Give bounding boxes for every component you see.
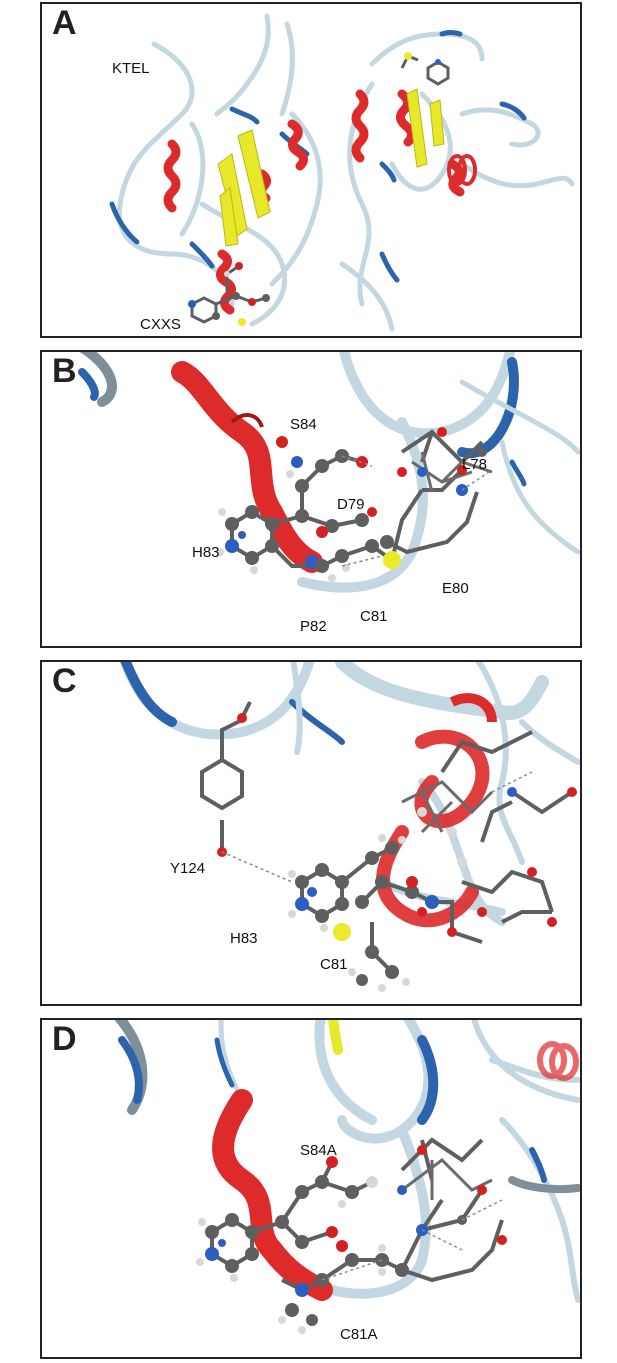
- residue-label: KTEL: [112, 60, 150, 77]
- panel-c: C Y124 H83 C81: [40, 660, 582, 1006]
- panel-letter: C: [52, 662, 77, 700]
- residue-label: S84A: [300, 1142, 337, 1159]
- panel-d: D S84A C81A: [40, 1018, 582, 1359]
- residue-label: H83: [192, 544, 220, 561]
- panel-letter: B: [52, 352, 77, 390]
- residue-label: S84: [290, 416, 317, 433]
- residue-label: H83: [230, 930, 258, 947]
- panel-letter: D: [52, 1020, 77, 1058]
- panel-letter: A: [52, 4, 77, 42]
- residue-label: L78: [462, 456, 488, 473]
- residue-label: CXXS: [140, 316, 181, 333]
- residue-label: D79: [337, 496, 365, 513]
- panel-b-structure: [78, 352, 580, 593]
- residue-label: C81: [320, 956, 348, 973]
- residue-label: E80: [442, 580, 469, 597]
- residue-label: Y124: [170, 860, 206, 877]
- residue-label: P82: [300, 618, 327, 635]
- panel-a: A KTEL CXXS: [40, 2, 582, 338]
- panel-c-structure: [120, 662, 580, 992]
- panel-a-structure: [109, 13, 575, 332]
- panel-b: B S84 L78 D79 H83 E80 C81 P82: [40, 350, 582, 648]
- residue-label: C81: [360, 608, 388, 625]
- residue-label: C81A: [340, 1326, 378, 1343]
- panel-d-structure: [114, 1020, 580, 1334]
